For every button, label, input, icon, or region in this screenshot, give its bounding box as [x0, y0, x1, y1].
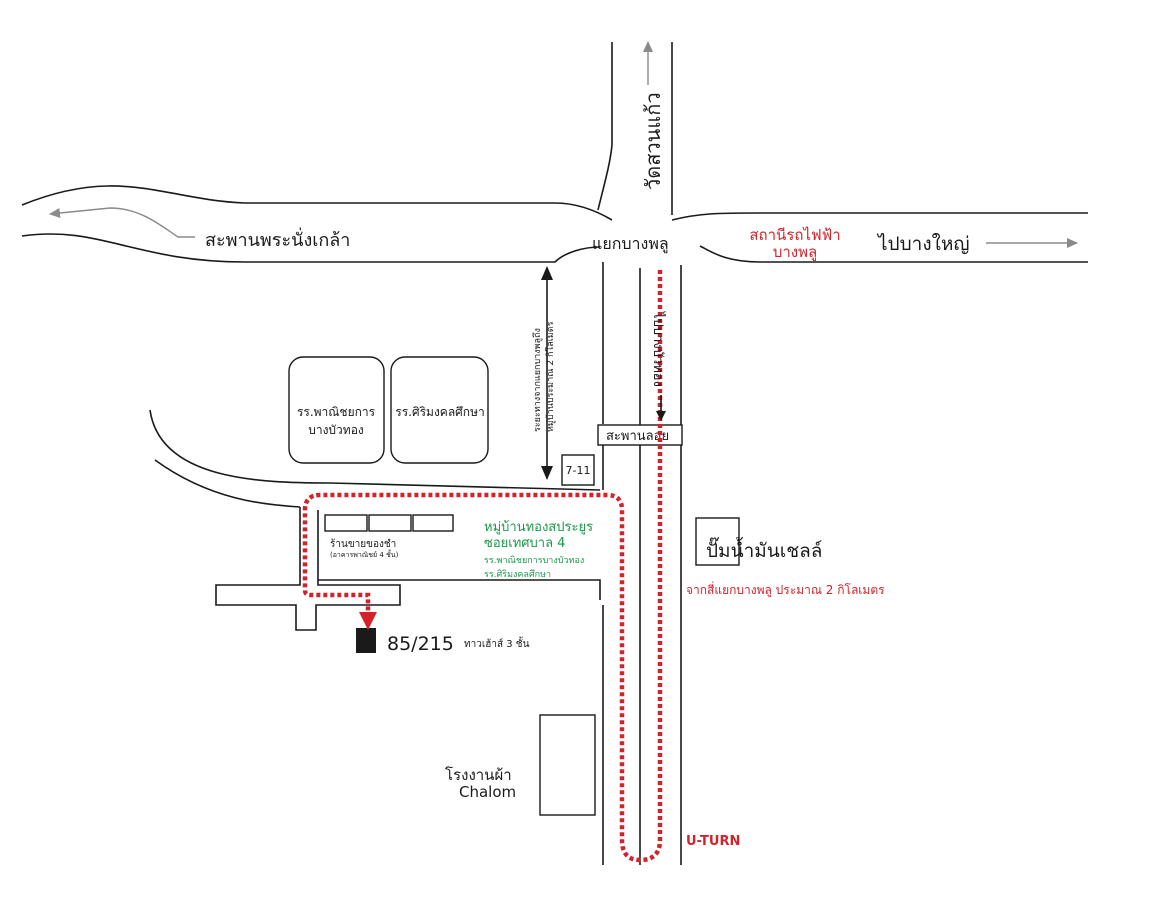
destination-number: 85/215 — [387, 633, 454, 655]
distance-note-1: ระยะทางจากแยกบางพลูถึง — [532, 328, 543, 432]
label-pai-bang-yai: ไปบางใหญ่ — [876, 233, 970, 255]
distance-note-2: หมู่บ้านประมาณ 2 กิโลเมตร — [545, 321, 556, 432]
distance-from-intersection: จากสี่แยกบางพลู ประมาณ 2 กิโลเมตร — [686, 581, 885, 598]
village-school-1: รร.พาณิชยการบางบัวทอง — [484, 555, 584, 566]
seven-eleven: 7-11 — [561, 454, 595, 486]
shop-label-1: ร้านขายของชำ — [330, 538, 396, 550]
destination: 85/215 ทาวเฮ้าส์ 3 ชั้น — [356, 628, 530, 655]
seven-eleven-label: 7-11 — [566, 464, 591, 477]
shell-gas-station: ปั๊มน้ำมันเชลล์ — [695, 517, 822, 566]
school-sirimongkol: รร.ศิริมงคลศึกษา — [390, 356, 489, 464]
label-wat-suan-kaeo: วัดสวนแก้ว — [641, 92, 665, 190]
village-soi: ซอยเทศบาล 4 — [484, 536, 565, 551]
label-yaek-bang-phlu: แยกบางพลู — [592, 234, 669, 254]
route-arrow-icon — [359, 612, 377, 630]
village-name: หมู่บ้านทองสประยูร — [484, 520, 593, 535]
gas-station-label: ปั๊มน้ำมันเชลล์ — [706, 537, 822, 562]
arrow-left-icon — [49, 207, 195, 238]
label-pai-bang-bua-thong: ไปบางบัวทอง — [650, 311, 666, 387]
label-sapan-phra-nang-klao: สะพานพระนั่งเกล้า — [205, 227, 350, 251]
lower-road — [149, 409, 601, 508]
factory-label-1: โรงงานผ้า — [445, 766, 512, 784]
station-label-1: สถานีรถไฟฟ้า — [749, 226, 840, 244]
station-label-2: บางพลู — [773, 243, 817, 261]
school-sirimongkol-label: รร.ศิริมงคลศึกษา — [395, 405, 484, 419]
direction-arrows — [49, 41, 1078, 421]
main-road — [21, 185, 1088, 263]
village-school-2: รร.ศิริมงคลศึกษา — [484, 569, 551, 580]
school-commercial-label-2: บางบัวทอง — [308, 423, 364, 437]
route-path — [302, 270, 663, 863]
factory-label-2: Chalom — [459, 783, 516, 801]
overpass: สะพานลอย — [597, 424, 683, 446]
side-streets — [215, 507, 601, 631]
distance-arrow: ระยะทางจากแยกบางพลูถึง หมู่บ้านประมาณ 2 … — [532, 266, 556, 480]
chalom-factory: โรงงานผ้า Chalom — [445, 714, 596, 816]
bang-bua-thong-road — [602, 262, 682, 865]
uturn-label: U-TURN — [686, 834, 740, 849]
wat-suan-kaeo-road — [597, 42, 673, 215]
shop-row: ร้านขายของชำ (อาคารพาณิชย์ 4 ชั้น) — [324, 514, 454, 559]
shop-label-2: (อาคารพาณิชย์ 4 ชั้น) — [330, 548, 399, 559]
village-info: หมู่บ้านทองสประยูร ซอยเทศบาล 4 รร.พาณิชย… — [484, 520, 593, 580]
destination-desc: ทาวเฮ้าส์ 3 ชั้น — [464, 636, 530, 650]
overpass-label: สะพานลอย — [606, 429, 669, 444]
school-commercial-label-1: รร.พาณิชยการ — [297, 405, 376, 419]
school-commercial: รร.พาณิชยการ บางบัวทอง — [288, 356, 385, 464]
